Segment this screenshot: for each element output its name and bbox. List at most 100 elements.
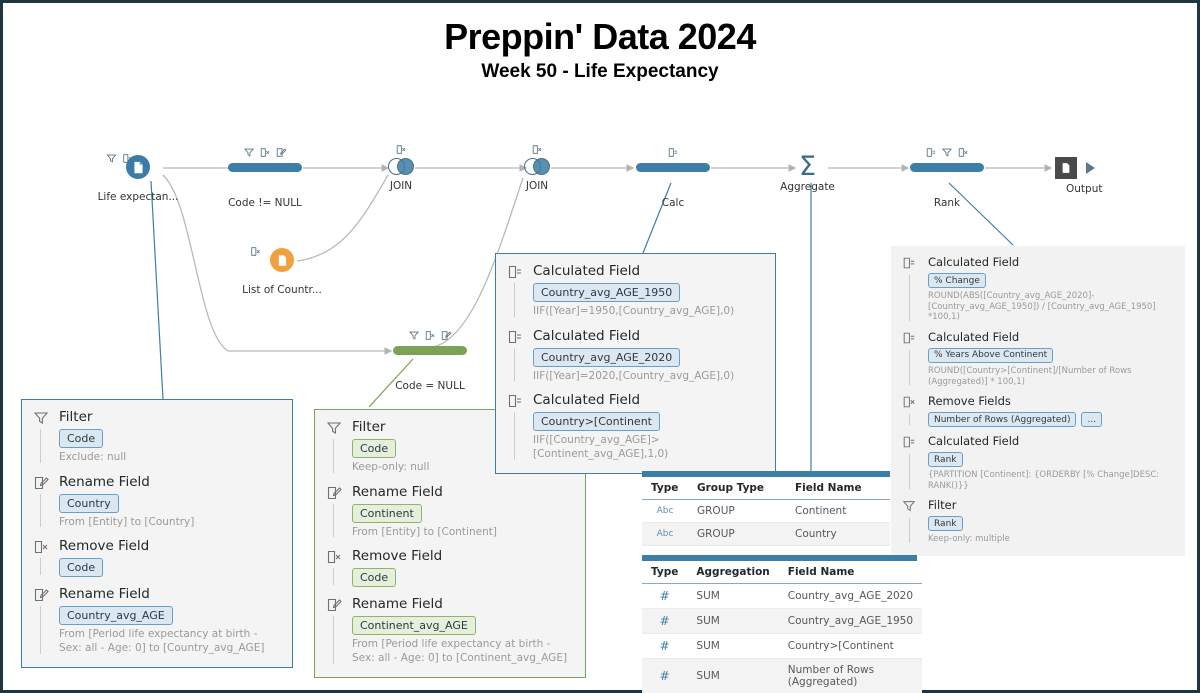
table-row[interactable]: Abc GROUP Continent	[642, 499, 890, 523]
step-entry[interactable]: Filter Code Keep-only: null	[326, 419, 574, 475]
step-entry[interactable]: Rename Field Continent From [Entity] to …	[326, 484, 574, 540]
column-header: Aggregation	[687, 561, 779, 584]
rename-field-icon	[33, 587, 49, 603]
step-entry[interactable]: Calculated Field % Years Above Continent…	[902, 330, 1174, 387]
cell-field-name: Country	[786, 522, 890, 546]
field-pill[interactable]: Country_avg_AGE	[59, 606, 173, 626]
node-icons	[668, 147, 679, 158]
rename-field-icon	[441, 331, 452, 340]
field-pill[interactable]: Number of Rows (Aggregated)	[928, 412, 1077, 428]
step-title: Calculated Field	[928, 329, 1020, 344]
table-row[interactable]: # SUM Country>[Continent	[642, 633, 923, 659]
step-desc: From [Period life expectancy at birth - …	[352, 638, 568, 664]
field-pill[interactable]: Rank	[928, 452, 963, 468]
page-title: Preppin' Data 2024	[444, 16, 756, 57]
step-title: Calculated Field	[928, 255, 1020, 269]
field-pill[interactable]: Code	[59, 558, 104, 578]
node-icons	[106, 153, 133, 164]
step-entry[interactable]: Filter Code Exclude: null	[33, 409, 281, 465]
step-title: Remove Field	[59, 538, 150, 555]
step-title: Rename Field	[59, 586, 150, 603]
cell-field-name: Country>[Continent	[778, 633, 923, 659]
step-entry[interactable]: Remove Field Code	[326, 548, 574, 588]
field-pill[interactable]: Code	[352, 568, 397, 588]
table-accent-bar	[642, 555, 917, 561]
step-entry[interactable]: Remove Fields Number of Rows (Aggregated…	[902, 394, 1174, 428]
flow-node-rank[interactable]: Rank	[910, 148, 984, 209]
cell-group-type: GROUP	[688, 522, 786, 546]
step-title: Filter	[928, 498, 957, 513]
field-pill[interactable]: % Change	[928, 273, 986, 288]
table-row[interactable]: # SUM Country_avg_AGE_2020	[642, 583, 923, 609]
field-pill[interactable]: % Years Above Continent	[928, 347, 1054, 363]
flow-node-calc[interactable]: Calc	[636, 148, 710, 209]
step-entry[interactable]: Calculated Field Country_avg_AGE_2020 II…	[507, 328, 764, 384]
calculated-field-icon	[926, 148, 936, 157]
step-entry[interactable]: Calculated Field Rank {PARTITION [Contin…	[902, 434, 1174, 491]
table-row[interactable]: # SUM Number of Rows (Aggregated)	[642, 658, 923, 693]
node-label: Code != NULL	[228, 197, 302, 209]
clean-step-bar	[228, 163, 302, 172]
field-pill[interactable]: Country_avg_AGE_1950	[533, 283, 681, 302]
step-entry[interactable]: Calculated Field Country>[Continent IIF(…	[507, 392, 764, 461]
page-subtitle: Week 50 - Life Expectancy	[481, 61, 719, 82]
field-pill[interactable]: Country	[59, 493, 119, 513]
panel-country-steps: Filter Code Exclude: null Rename Field C…	[21, 399, 293, 668]
field-pill[interactable]: Code	[59, 429, 104, 448]
remove-field-icon	[326, 549, 342, 565]
node-label: Rank	[933, 197, 961, 209]
field-pill[interactable]: Country_avg_AGE_2020	[533, 347, 681, 367]
step-entry[interactable]: Rename Field Continent_avg_AGE From [Per…	[326, 596, 574, 665]
step-title: Remove Fields	[928, 394, 1011, 409]
cell-type: #	[642, 658, 688, 693]
field-pill[interactable]: Code	[352, 439, 397, 458]
node-label: Code = NULL	[395, 380, 465, 392]
node-icons	[532, 144, 543, 155]
step-entry[interactable]: Rename Field Country From [Entity] to [C…	[33, 474, 281, 530]
step-entry[interactable]: Calculated Field Country_avg_AGE_1950 II…	[507, 263, 764, 319]
more-fields-pill[interactable]: ...	[1081, 412, 1103, 428]
step-entry[interactable]: Remove Field Code	[33, 538, 281, 578]
cell-type: #	[642, 633, 688, 659]
cell-type: Abc	[642, 522, 688, 546]
rename-field-icon	[276, 148, 287, 157]
step-entry[interactable]: Rename Field Country_avg_AGE From [Perio…	[33, 586, 281, 655]
step-entry[interactable]: Filter Rank Keep-only: multiple	[902, 498, 1174, 545]
column-header: Type	[642, 561, 688, 584]
flow-node-join-2[interactable]: JOIN	[524, 145, 550, 192]
cell-field-name: Country_avg_AGE_2020	[778, 583, 923, 609]
flow-node-aggregate[interactable]: Σ Aggregate	[780, 151, 835, 193]
cell-field-name: Country_avg_AGE_1950	[778, 608, 923, 634]
flow-node-clean-code-not-null[interactable]: Code != NULL	[228, 148, 302, 209]
step-entry[interactable]: Calculated Field % Change ROUND(ABS([Cou…	[902, 255, 1174, 323]
field-pill[interactable]: Continent	[352, 503, 422, 523]
run-flow-icon[interactable]	[1086, 162, 1095, 174]
aggregate-icon: Σ	[799, 151, 817, 182]
table-row[interactable]: # SUM Country_avg_AGE_1950	[642, 608, 923, 634]
field-pill[interactable]: Country>[Continent	[533, 412, 660, 432]
field-pill[interactable]: Continent_avg_AGE	[352, 616, 476, 636]
node-icons	[926, 147, 969, 158]
calculated-field-icon	[668, 148, 678, 157]
input-node-icon	[270, 248, 294, 272]
step-title: Filter	[352, 419, 386, 435]
step-desc: Exclude: null	[59, 451, 127, 463]
table-row[interactable]: Abc GROUP Country	[642, 522, 890, 546]
step-title: Rename Field	[352, 483, 443, 500]
flow-node-output[interactable]: Output	[1055, 157, 1102, 195]
flow-node-clean-code-null[interactable]: Code = NULL	[393, 331, 467, 392]
calculated-field-icon	[507, 264, 523, 280]
table-aggregations: Type Aggregation Field Name # SUM Countr…	[642, 555, 923, 693]
flow-node-input-countries[interactable]: List of Countr...	[242, 247, 322, 296]
node-label: JOIN	[389, 180, 413, 192]
field-pill[interactable]: Rank	[928, 516, 963, 532]
step-title: Filter	[59, 409, 93, 425]
remove-field-icon	[902, 395, 918, 411]
rename-field-icon	[326, 597, 342, 613]
flow-node-input-life[interactable]: Life expectan...	[98, 154, 178, 203]
panel-rank-steps: Calculated Field % Change ROUND(ABS([Cou…	[891, 246, 1185, 556]
cell-type: #	[642, 583, 688, 609]
flow-node-join-1[interactable]: JOIN	[388, 145, 414, 192]
cell-aggregation: SUM	[687, 608, 779, 634]
step-desc: ROUND(ABS([Country_avg_AGE_2020]-[Countr…	[928, 291, 1156, 323]
